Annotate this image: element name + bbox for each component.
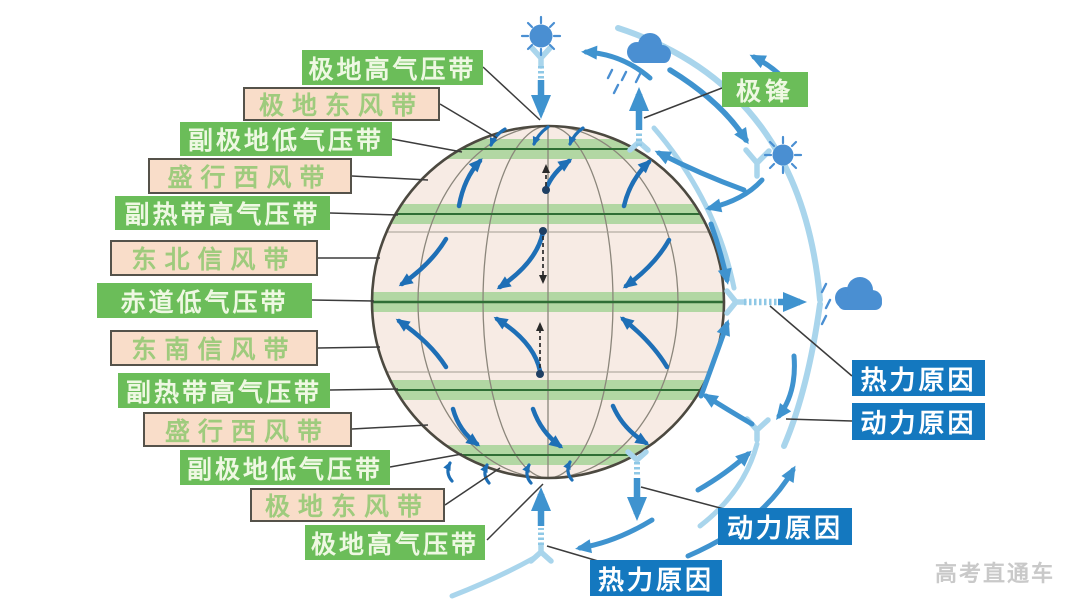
label-se-trades: 东南信风带: [110, 330, 318, 366]
label-dynamic-cause-bottom: 动力原因: [718, 508, 852, 545]
watermark: 高考直通车: [935, 561, 1056, 586]
converging-arrow-south-of-equator: [698, 319, 730, 399]
label-subtropical-high-n: 副热带高气压带: [115, 196, 330, 230]
label-polar-high-s: 极地高气压带: [305, 525, 485, 560]
flow-forks: [528, 45, 772, 564]
label-polar-front: 极锋: [722, 72, 808, 107]
arc-sw-bottom: [449, 555, 537, 599]
sun-icon: [763, 135, 803, 175]
rain-cloud-icon: [820, 277, 882, 326]
polar-easterlies-n-arrows: [489, 125, 585, 147]
ferrel-aloft-arrow-n: [667, 67, 749, 145]
label-westerlies-n: 盛行西风带: [148, 158, 352, 194]
fork-south-pole: [528, 542, 554, 564]
origin-dot: [539, 227, 547, 235]
label-ne-trades: 东北信风带: [110, 240, 318, 276]
origin-dot: [536, 370, 544, 378]
surface-westerly-s-arrow: [695, 450, 752, 493]
fork-60s: [625, 449, 649, 463]
label-equatorial-low: 赤道低气压带: [97, 283, 312, 318]
surface-wind-arrows: [395, 125, 672, 485]
fork-30n: [743, 147, 772, 179]
arc-se-hug: [697, 441, 760, 529]
surface-westerly-to-polar-front: [654, 150, 747, 193]
fork-equator: [724, 288, 747, 316]
surface-arrow-30n-equatorward: [705, 177, 765, 213]
label-westerlies-s: 盛行西风带: [143, 412, 352, 447]
sinking-arrow-30s: [776, 353, 797, 421]
fork-60n: [627, 139, 651, 153]
ne-trade-arrows: [398, 229, 672, 290]
converging-arrow-north-of-equator: [708, 221, 732, 285]
polar-cell-aloft-arrow-n: [581, 45, 653, 81]
leader-lines: [311, 66, 853, 562]
polar-cell-aloft-arrow-s: [575, 517, 655, 554]
westerlies-s-arrows: [450, 403, 650, 449]
surface-arrow-30s-poleward: [701, 393, 755, 427]
origin-dot: [542, 186, 550, 194]
label-polar-high-n: 极地高气压带: [302, 50, 483, 85]
label-subtropical-high-s: 副热带高气压带: [118, 373, 330, 408]
vertical-air-arrows: [531, 66, 807, 545]
label-subpolar-low-s: 副极地低气压带: [180, 450, 390, 485]
sun-icon: [520, 15, 562, 57]
parallels: [372, 148, 724, 456]
arc-ne-hug: [651, 125, 737, 291]
polar-easterlies-s-arrows: [443, 460, 574, 485]
label-subpolar-low-n: 副极地低气压带: [180, 122, 392, 156]
label-dynamic-cause-right: 动力原因: [852, 403, 985, 440]
label-polar-easterlies-n: 极地东风带: [243, 87, 440, 121]
label-thermal-cause-bottom: 热力原因: [590, 560, 722, 596]
se-trade-arrows: [395, 316, 670, 374]
label-polar-easterlies-s: 极地东风带: [250, 488, 445, 522]
label-thermal-cause-right: 热力原因: [852, 360, 985, 396]
fork-north-pole: [529, 45, 553, 69]
outer-arc-south: [781, 301, 823, 449]
rain-cloud-icon: [606, 33, 671, 95]
globe: [370, 124, 726, 480]
coriolis-dashed-arrows: [536, 164, 550, 378]
